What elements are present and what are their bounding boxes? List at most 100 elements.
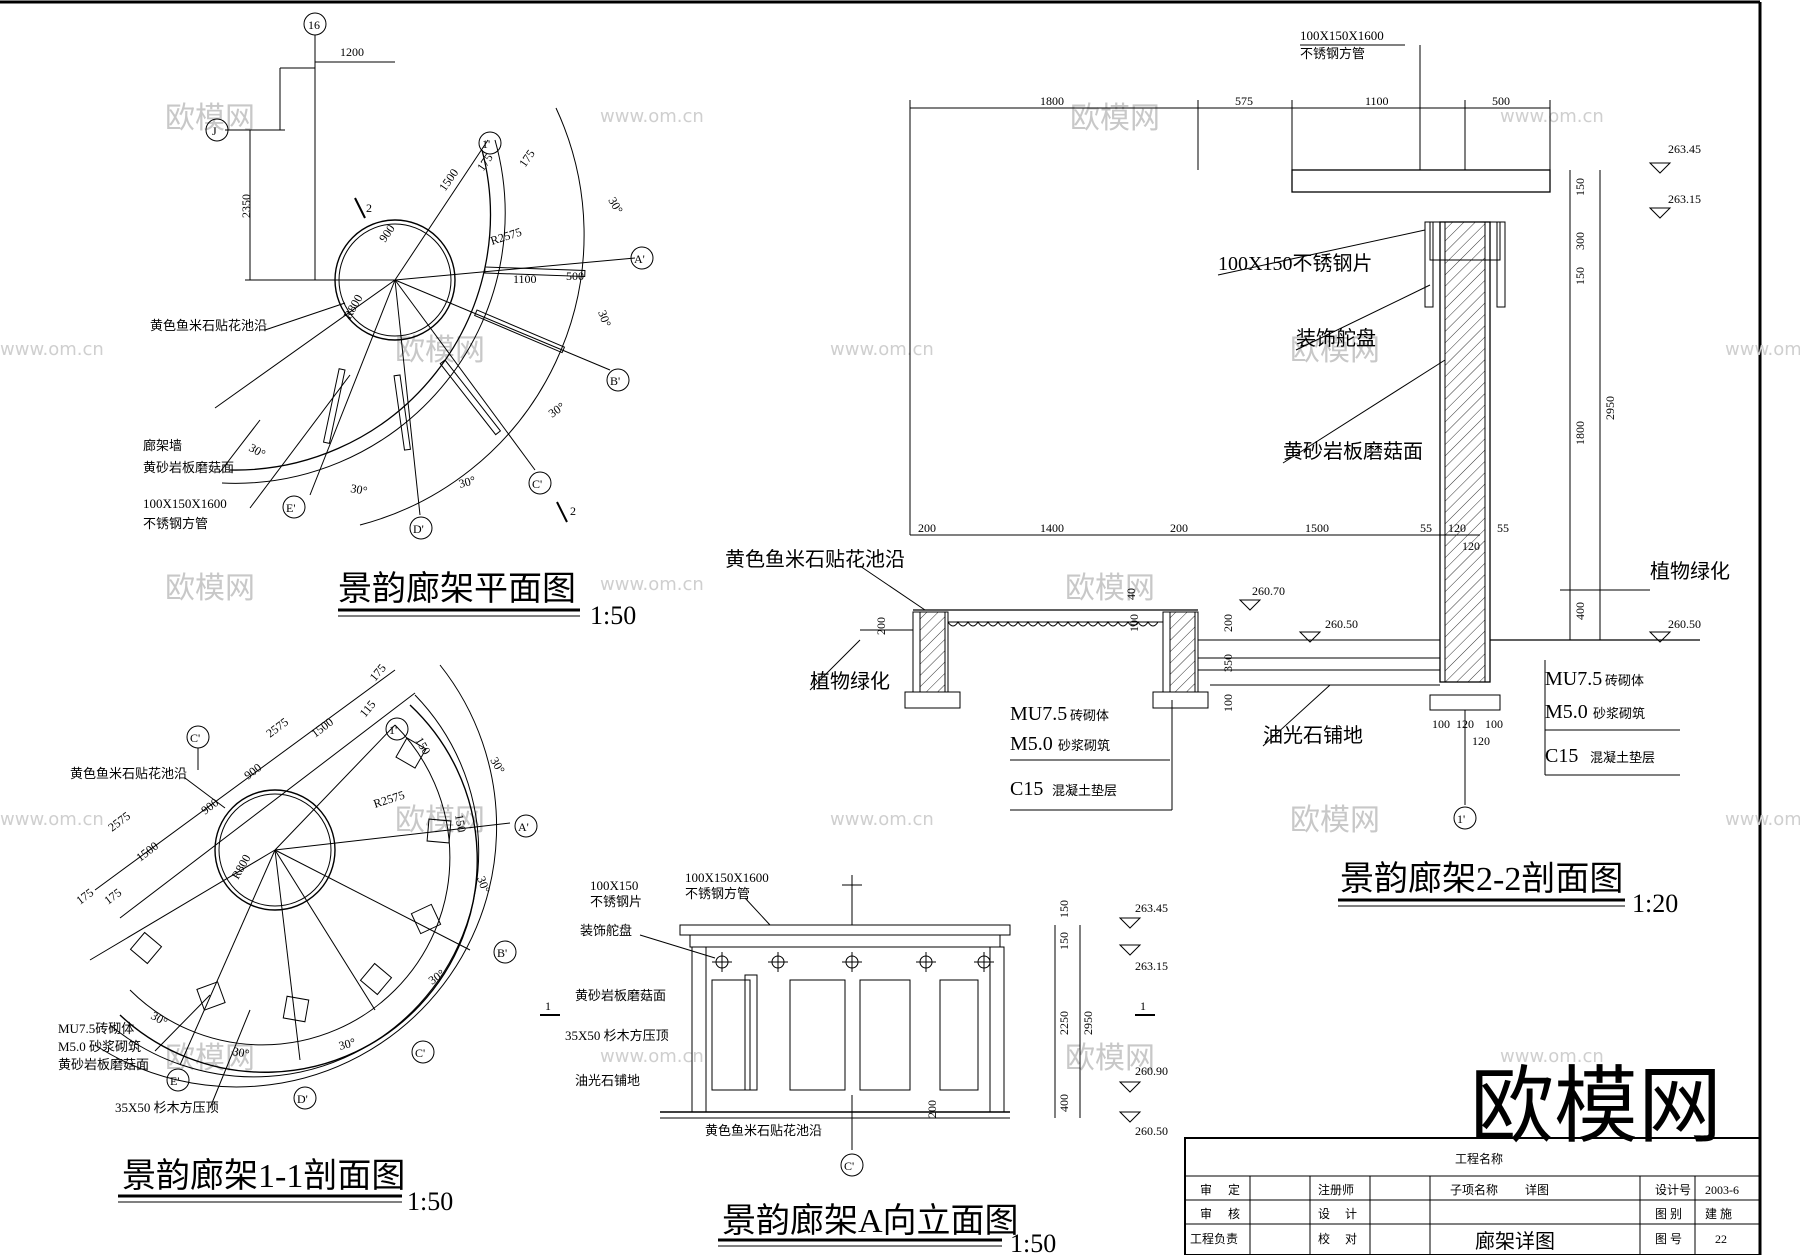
dim-text: 150: [1057, 900, 1071, 918]
level-text: 260.50: [1325, 617, 1358, 631]
view-scale: 1:50: [590, 601, 636, 630]
watermark-text: 欧模网: [165, 101, 255, 136]
dim-text: 200: [1170, 521, 1188, 535]
dim-text: 150: [1573, 178, 1587, 196]
dim-text: 175: [73, 885, 96, 907]
note-text: 100X150X1600: [143, 496, 227, 511]
watermark-text: 欧模网: [395, 333, 485, 368]
dim-text: 900: [376, 222, 398, 245]
dim-text: 150: [412, 735, 433, 758]
dim-text: 900: [198, 795, 221, 817]
watermark-url: www.om.cn: [830, 809, 934, 830]
watermark-text: 欧模网: [165, 571, 255, 606]
grid-label: A': [634, 252, 645, 266]
dim-text: 175: [474, 151, 496, 174]
grid-label: E': [170, 1074, 180, 1088]
dim-text: 150: [1057, 932, 1071, 950]
dim-text: 500: [1492, 94, 1510, 108]
grid-label: E': [286, 501, 296, 515]
grid-bubble: [205, 118, 229, 142]
dim-text: 200: [1221, 614, 1235, 632]
watermarks: 欧模网 www.om.cn 欧模网 www.om.cn www.om.cn 欧模…: [0, 101, 1800, 1155]
material-text: M5.0: [1010, 733, 1053, 755]
level-text: 260.90: [1135, 1064, 1168, 1078]
material-table-right: MU7.5 砖砌体 M5.0 砂浆砌筑 C15 混凝土垫层: [1544, 660, 1680, 776]
level-text: 260.70: [1252, 584, 1285, 598]
material-text: 混凝土垫层: [1590, 750, 1655, 765]
dim-text: 1800: [1040, 94, 1064, 108]
wall-panels: [711, 974, 979, 1091]
angle-text: 30°: [474, 874, 493, 895]
dim-text: 175: [367, 661, 389, 684]
dim-text: 40: [1124, 588, 1138, 600]
angle-text: 30°: [349, 481, 368, 498]
material-text: MU7.5: [1010, 703, 1067, 725]
note-text: 黄砂岩板磨菇面: [143, 460, 234, 475]
dim-text: 2950: [1081, 1011, 1095, 1035]
tb-cell: 设计号: [1655, 1183, 1691, 1197]
note-text: 装饰舵盘: [1296, 327, 1376, 350]
dim-text: 1200: [340, 45, 364, 59]
angle-text: 30°: [595, 308, 614, 329]
material-text: 混凝土垫层: [1052, 783, 1117, 798]
tb-cell: 图 别: [1655, 1207, 1682, 1221]
decor-wheels: [712, 952, 994, 972]
tb-cell: 图 号: [1655, 1232, 1682, 1246]
note-text: 黄色鱼米石贴花池沿: [70, 766, 187, 781]
note-text: 100X150X1600: [1300, 28, 1384, 43]
material-text: 砖砌体: [1070, 708, 1109, 723]
tb-cell: 2003-6: [1705, 1183, 1739, 1197]
material-text: MU7.5: [1545, 668, 1602, 690]
tb-cell: 22: [1715, 1232, 1727, 1246]
note-text: 黄色鱼米石贴花池沿: [705, 1123, 822, 1138]
watermark-url: www.om.cn: [600, 106, 704, 127]
level-text: 260.50: [1668, 617, 1701, 631]
grid-label: C': [190, 731, 200, 745]
dim-arc: [359, 107, 585, 526]
tb-project: 工程名称: [1455, 1151, 1503, 1166]
grid-label: B': [497, 946, 507, 960]
dim-text: 300: [1573, 232, 1587, 250]
note-text: MU7.5砖砌体: [58, 1021, 134, 1036]
inner-ring: [334, 219, 456, 341]
note-text: 不锈钢片: [590, 894, 642, 909]
dim-text: 120: [1462, 539, 1480, 553]
dim-text: 150: [1573, 267, 1587, 285]
watermark-url: www.om.cn: [1725, 809, 1800, 830]
dim-text: 2575: [105, 809, 133, 835]
angle-text: 30°: [149, 1008, 171, 1029]
watermark-url: www.om.cn: [830, 339, 934, 360]
material-text: 砂浆砌筑: [1058, 738, 1110, 753]
angle-text: 30°: [426, 966, 448, 987]
dim-text: 2950: [1603, 396, 1617, 420]
note-text: M5.0 砂浆砌筑: [58, 1039, 141, 1054]
dim-text: 100: [1485, 717, 1503, 731]
view-scale: 1:20: [1632, 889, 1678, 918]
material-text: C15: [1545, 745, 1578, 767]
tb-cell: 对: [1345, 1232, 1357, 1246]
dim-text: 2575: [263, 715, 291, 741]
grid-label: 16: [308, 18, 320, 32]
watermark-text: 欧模网: [1290, 803, 1380, 838]
note-text: 黄色鱼米石贴花池沿: [725, 548, 905, 571]
dim-text: 175: [101, 885, 124, 907]
grid-label: D': [413, 522, 424, 536]
note-text: 不锈钢方管: [685, 886, 750, 901]
tb-cell: 建 施: [1705, 1207, 1732, 1221]
dim-text: 900: [241, 760, 264, 782]
note-text: 35X50 杉木方压顶: [115, 1100, 219, 1115]
dim-text: R800: [340, 292, 365, 322]
dim-text: 115: [357, 697, 379, 719]
view-scale: 1:50: [407, 1187, 453, 1216]
section-mark: 1: [545, 999, 551, 1013]
dim-text: 1500: [133, 839, 161, 865]
dim-text: 575: [1235, 94, 1253, 108]
watermark-url: www.om.cn: [600, 574, 704, 595]
note-text: 黄砂岩板磨菇面: [575, 988, 666, 1003]
dim-text: 1500: [308, 715, 336, 741]
grid-label: 1': [482, 137, 490, 151]
tb-cell: 审: [1200, 1206, 1212, 1221]
outer-arc: [229, 149, 492, 471]
